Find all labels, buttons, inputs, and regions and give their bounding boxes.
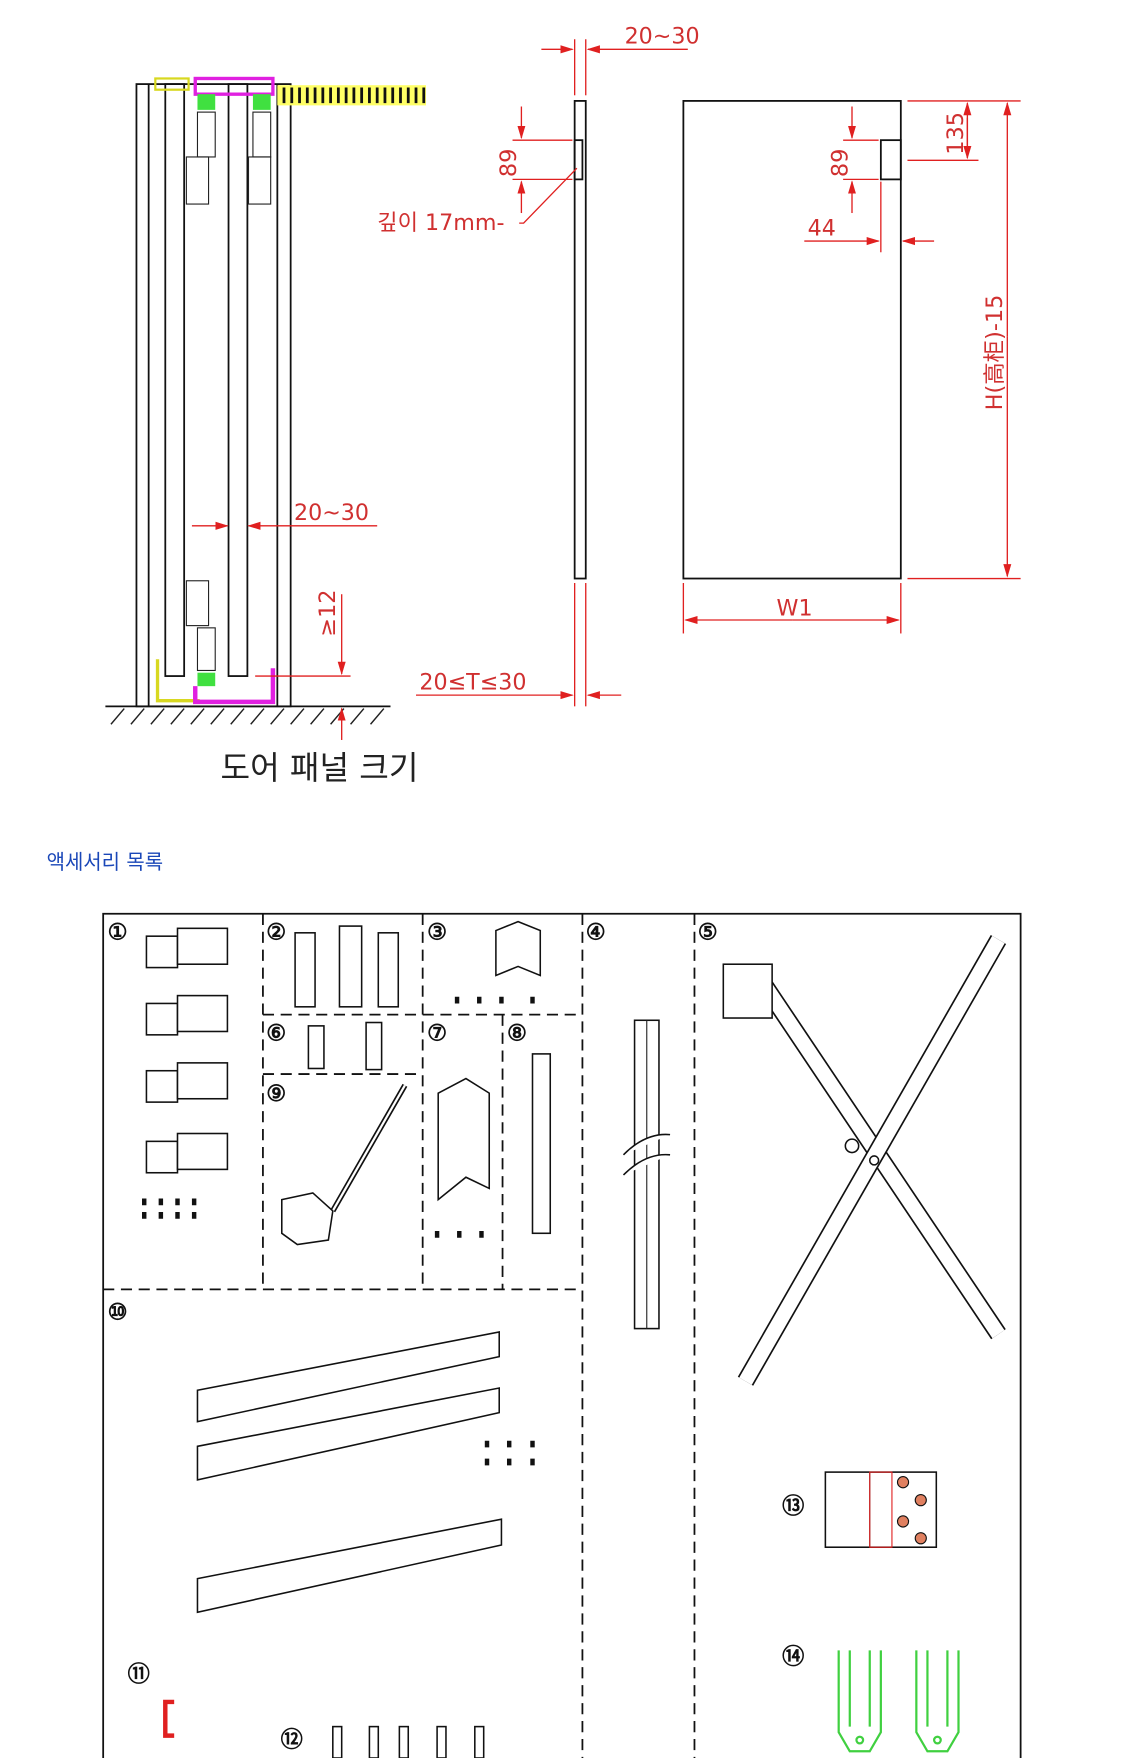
butt-hinge-icon	[824, 1471, 938, 1549]
item-11-label: ⑪	[128, 1661, 150, 1688]
connector-plates-icon	[332, 1725, 485, 1758]
item-4-label: ④	[586, 919, 606, 945]
item-1-label: ①	[108, 919, 128, 945]
item-2-label: ②	[266, 919, 286, 945]
item-3-label: ③	[427, 919, 447, 945]
folding-stay-arm-icon	[722, 935, 1007, 1386]
door-catch-icon	[307, 1021, 383, 1071]
hinge-height-side-dimension: 89	[496, 149, 522, 178]
thickness-dimension: 20≤T≤30	[419, 669, 526, 695]
accessories-sheet: ① ② ③ ④ ⑤ ⑥ ⑦ ⑧ ⑨ ⑩ ⑪ ⑫ ⑬ ⑭	[102, 912, 1022, 1758]
ruler-scale	[277, 85, 426, 106]
item-6-label: ⑥	[266, 1020, 286, 1046]
item-9-label: ⑨	[266, 1081, 286, 1107]
accessories-heading: 액세서리 목록	[47, 850, 164, 874]
door-section-view: 20~30 ≥12 도어 패널 크기	[105, 76, 426, 787]
hinge-set-icon	[142, 927, 229, 1219]
panel-front-view: 135 H(高柜)-15 89 44 W1	[682, 100, 1021, 634]
item-8-label: ⑧	[507, 1020, 527, 1046]
panel-side-view: 20~30 89 깊이 17mm- 20≤T≤30	[377, 24, 700, 707]
hinge-offset-top-dimension: 135	[943, 112, 969, 155]
diagram-caption: 도어 패널 크기	[221, 749, 419, 787]
hinge-offset-edge-dimension: 44	[808, 215, 836, 241]
item-14-label: ⑭	[782, 1643, 804, 1670]
item-10-label: ⑩	[108, 1300, 128, 1326]
item-13-label: ⑬	[782, 1492, 804, 1519]
item-5-label: ⑤	[698, 919, 718, 945]
angle-bracket-icon	[454, 920, 542, 1004]
depth-note: 깊이 17mm-	[377, 210, 504, 236]
long-bracket-icon	[434, 1077, 491, 1238]
track-rail-set-icon	[196, 1331, 535, 1614]
red-clip-icon	[163, 1699, 175, 1738]
long-rail-icon	[622, 1019, 671, 1330]
gas-strut-icon	[281, 1083, 408, 1246]
item-12-label: ⑫	[281, 1726, 303, 1753]
item-7-label: ⑦	[427, 1020, 447, 1046]
floor-clearance-dimension: ≥12	[315, 590, 341, 637]
green-bracket-icon	[837, 1650, 960, 1753]
panel-gap-dimension: 20~30	[294, 500, 369, 526]
hinge-height-front-dimension: 89	[828, 149, 854, 178]
pivot-bracket-icon	[294, 925, 400, 1008]
short-rail-icon	[531, 1053, 552, 1235]
panel-width-dimension: W1	[777, 595, 813, 621]
panel-height-dimension: H(高柜)-15	[982, 295, 1008, 411]
side-gap-dimension: 20~30	[625, 24, 700, 50]
